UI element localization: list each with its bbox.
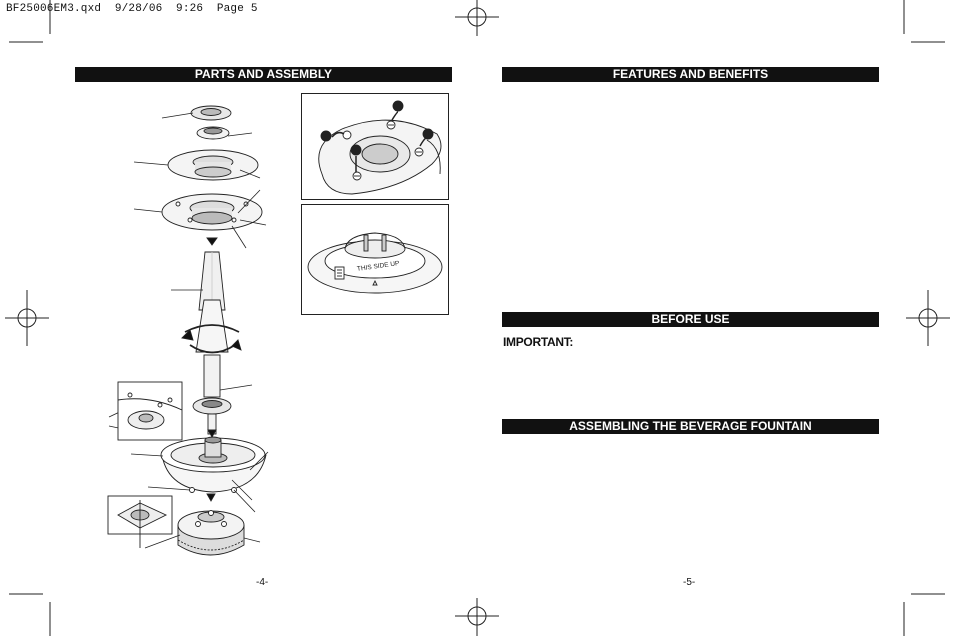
inset-base-detail (107, 495, 173, 548)
crop-marks (9, 0, 945, 636)
exploded-assembly-diagram (160, 105, 267, 556)
inset-bowl-detail (117, 381, 183, 441)
page-number-right: -5- (683, 577, 696, 588)
registration-mark-left (5, 290, 49, 346)
parts-and-assembly-header: PARTS AND ASSEMBLY (75, 67, 452, 82)
rotation-detail-panel (301, 93, 449, 200)
registration-mark-bottom (455, 598, 499, 636)
before-use-header: BEFORE USE (502, 312, 879, 327)
rotation-detail-illustration (318, 100, 442, 195)
leader-lines (108, 112, 269, 549)
important-label: IMPORTANT: (503, 335, 574, 349)
base-label-illustration: THIS SIDE UP (307, 232, 443, 294)
registration-mark-right (906, 290, 950, 346)
assembling-header: ASSEMBLING THE BEVERAGE FOUNTAIN (502, 419, 879, 434)
registration-mark-top (455, 0, 499, 36)
printer-slug: BF25006EM3.qxd 9/28/06 9:26 Page 5 (6, 3, 258, 15)
base-label-panel: THIS SIDE UP (301, 204, 449, 315)
page-number-left: -4- (256, 577, 269, 588)
features-and-benefits-header: FEATURES AND BENEFITS (502, 67, 879, 82)
